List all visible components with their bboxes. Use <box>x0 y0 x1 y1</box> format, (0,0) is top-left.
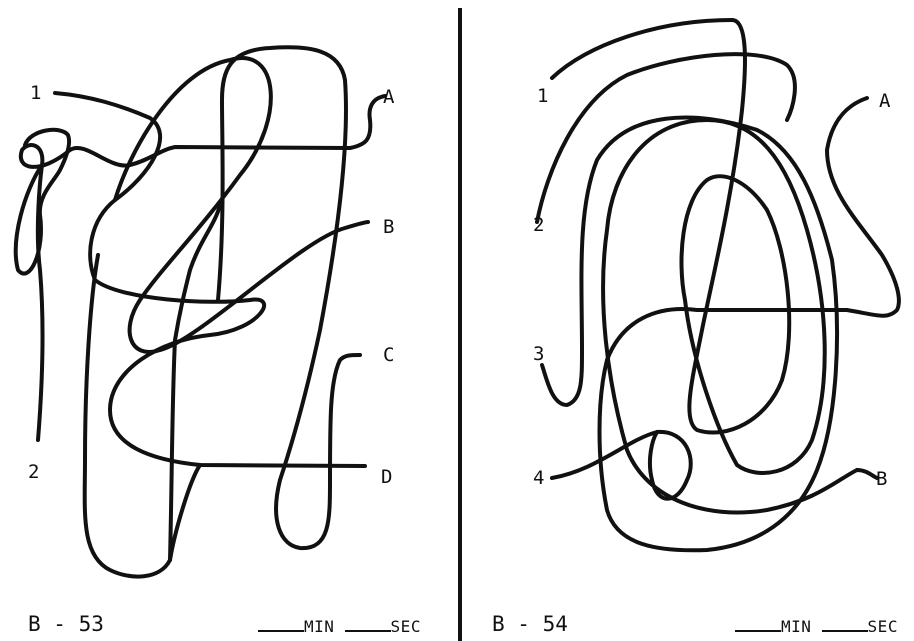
start-label-1: 1 <box>30 84 41 103</box>
maze-line <box>115 58 368 352</box>
sec-label: Sec <box>868 617 898 636</box>
seconds-blank[interactable] <box>822 616 868 632</box>
sec-label: Sec <box>391 617 421 636</box>
maze-b54-lines <box>457 0 914 641</box>
min-label: Min <box>781 617 811 636</box>
seconds-blank[interactable] <box>345 616 391 632</box>
maze-line <box>542 118 757 405</box>
maze-line <box>350 96 385 148</box>
test-code: B - 53 <box>28 614 104 635</box>
end-label-c: C <box>383 346 394 365</box>
end-label-a: A <box>879 92 890 111</box>
test-code: B - 54 <box>492 614 568 635</box>
maze-line <box>170 205 220 560</box>
end-label-d: D <box>381 468 392 487</box>
start-label-2: 2 <box>533 216 544 235</box>
maze-line <box>552 432 691 499</box>
start-label-1: 1 <box>537 87 548 106</box>
end-label-a: A <box>383 88 394 107</box>
maze-line <box>857 470 877 478</box>
minutes-blank[interactable] <box>258 616 304 632</box>
minutes-blank[interactable] <box>735 616 781 632</box>
start-label-2: 2 <box>28 463 39 482</box>
start-label-3: 3 <box>533 345 544 364</box>
timer-field: Min Sec <box>735 616 898 635</box>
end-label-b: B <box>876 470 887 489</box>
page-divider <box>458 8 462 641</box>
start-label-4: 4 <box>533 469 544 488</box>
timer-field: Min Sec <box>258 616 421 635</box>
end-label-b: B <box>383 218 394 237</box>
min-label: Min <box>304 617 334 636</box>
maze-line <box>600 98 899 550</box>
